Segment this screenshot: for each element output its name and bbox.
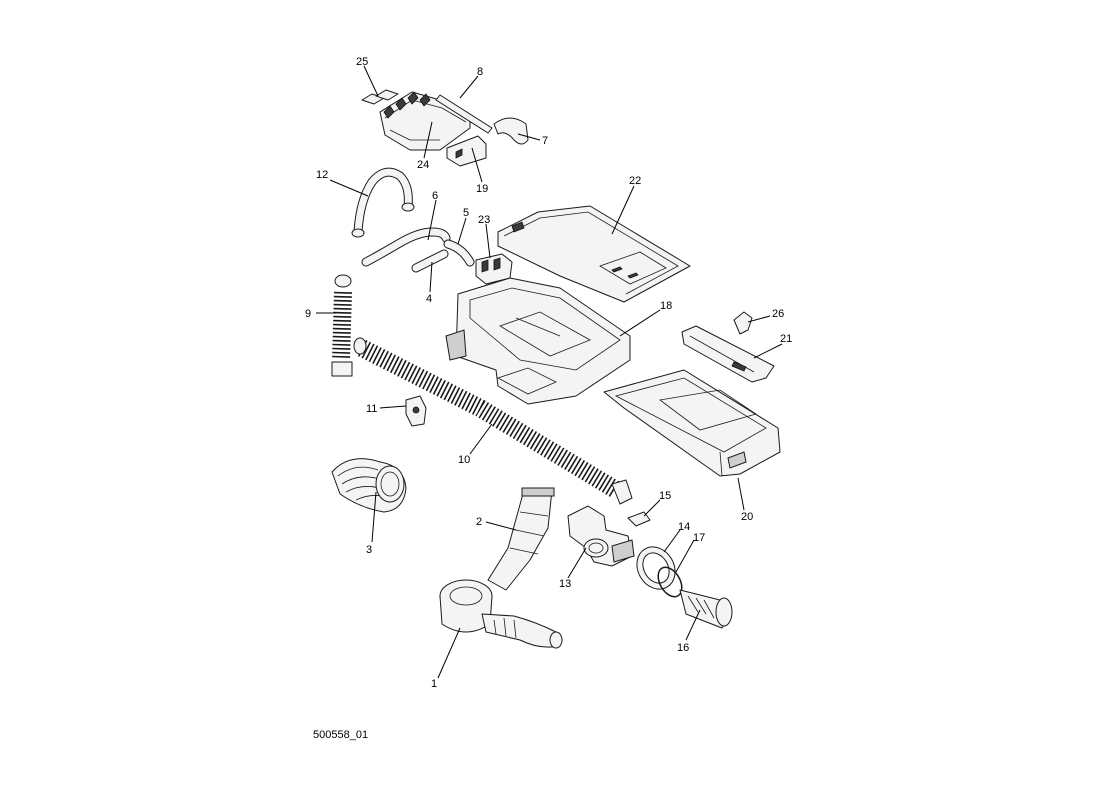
callout-17: 17 (693, 532, 705, 544)
callout-3: 3 (366, 544, 372, 556)
part-1-sump-assembly (439, 579, 563, 649)
part-24-dispenser-top (379, 91, 471, 151)
callout-1: 1 (431, 678, 437, 690)
callout-10: 10 (458, 454, 470, 466)
drawing-code: 500558_01 (313, 729, 369, 741)
part-20-drawer (603, 369, 781, 477)
callout-20: 20 (741, 511, 753, 523)
part-5-hose (443, 239, 475, 267)
part-13-pump-housing (567, 505, 635, 567)
callout-23: 23 (478, 214, 490, 226)
callout-12: 12 (316, 169, 328, 181)
part-15-block (627, 511, 651, 527)
callout-4: 4 (426, 293, 432, 305)
callout-5: 5 (463, 207, 469, 219)
callout-13: 13 (559, 578, 571, 590)
part-14-ring (636, 546, 676, 590)
callout-11: 11 (366, 403, 377, 415)
part-9-corrugated-hose (331, 274, 353, 377)
callout-16: 16 (677, 642, 689, 654)
part-16-filter (679, 589, 733, 629)
callout-14: 14 (678, 521, 690, 533)
part-25-clips (361, 89, 399, 105)
leader-lines (316, 65, 783, 679)
callout-26: 26 (772, 308, 784, 320)
callout-8: 8 (477, 66, 483, 78)
part-3-bellows (331, 458, 407, 513)
callout-22: 22 (629, 175, 641, 187)
part-4-hose (411, 249, 449, 273)
part-21-panel-strip (681, 325, 775, 383)
callout-25: 25 (356, 56, 368, 68)
part-10-drain-hose (353, 337, 633, 505)
callout-labels: 25 8 7 24 19 12 22 6 5 23 4 9 18 26 21 1… (305, 56, 792, 690)
callout-7: 7 (542, 135, 548, 147)
part-22-lid-plate (497, 205, 691, 303)
callout-18: 18 (660, 300, 672, 312)
part-7-clamp (493, 117, 529, 145)
callout-6: 6 (432, 190, 438, 202)
part-2-outlet-pipe (487, 487, 555, 591)
callout-21: 21 (780, 333, 792, 345)
callout-15: 15 (659, 490, 671, 502)
part-18-dispenser-housing (445, 277, 631, 405)
part-19-valve (446, 135, 487, 167)
part-8-rod (435, 94, 493, 134)
callout-19: 19 (476, 183, 488, 195)
part-26-clip (733, 311, 753, 335)
callout-24: 24 (417, 159, 429, 171)
callout-9: 9 (305, 308, 311, 320)
part-11-bracket (405, 395, 427, 427)
part-12-curved-hose (351, 167, 415, 238)
part-17-o-ring (657, 566, 683, 598)
callout-2: 2 (476, 516, 482, 528)
part-6-hose (361, 227, 451, 267)
